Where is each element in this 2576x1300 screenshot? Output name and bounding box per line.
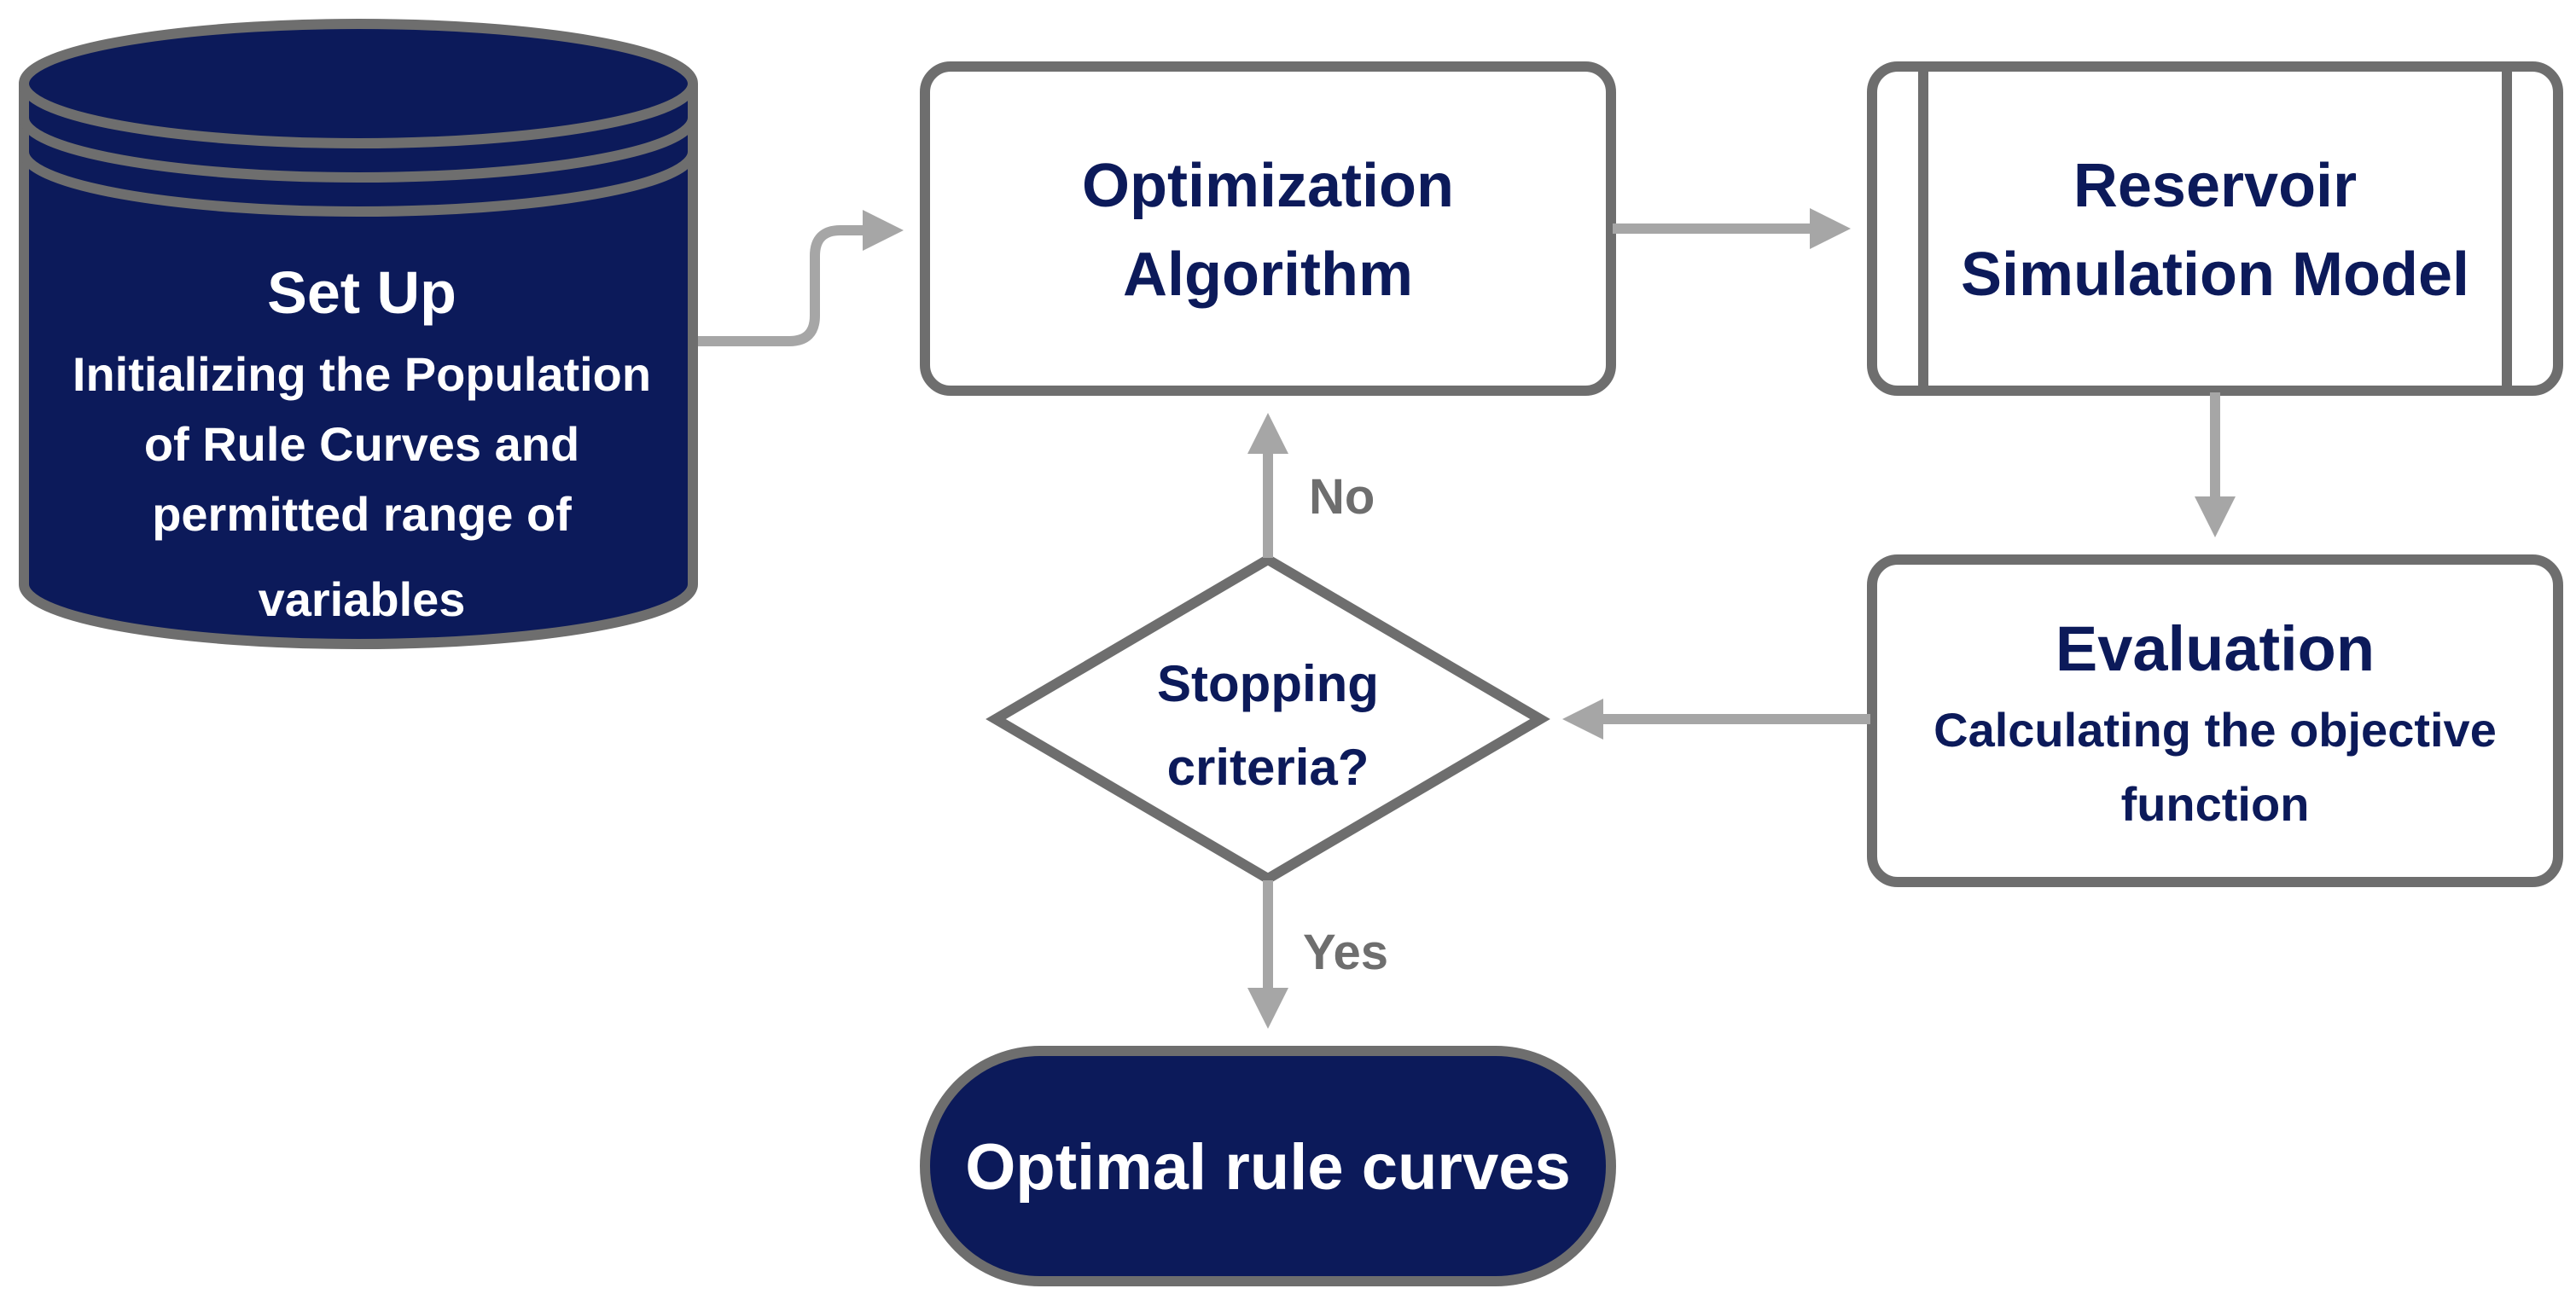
result-pill [920, 1046, 1616, 1286]
result-label: Optimal rule curves [965, 1131, 1571, 1204]
decision-line-2: criteria? [1167, 739, 1369, 796]
optimization-node: Optimization Algorithm [920, 61, 1616, 396]
evaluation-title: Evaluation [2056, 613, 2375, 684]
optimization-line-1: Optimization [1082, 152, 1454, 220]
evaluation-box [1867, 554, 2563, 887]
setup-line-1: Initializing the Population [73, 347, 651, 401]
decision-line-1: Stopping [1157, 655, 1379, 712]
setup-cylinder-band-2 [19, 117, 698, 183]
reservoir-line-2: Simulation Model [1961, 241, 2469, 309]
evaluation-line-2: function [2121, 777, 2310, 831]
optimization-box [920, 61, 1616, 396]
setup-cylinder-body [19, 19, 698, 649]
evaluation-line-1: Calculating the objective [1933, 703, 2497, 757]
setup-cylinder-band-3 [19, 151, 698, 217]
decision-node: Stopping criteria? [986, 554, 1550, 885]
setup-line-2: of Rule Curves and [144, 417, 579, 471]
setup-database-node: Set Up Initializing the Population of Ru… [19, 19, 698, 649]
label-no: No [1309, 469, 1375, 525]
reservoir-line-1: Reservoir [2073, 152, 2357, 220]
setup-line-3: permitted range of [152, 487, 572, 541]
setup-cylinder-band-1 [19, 83, 698, 148]
evaluation-node: Evaluation Calculating the objective fun… [1867, 554, 2563, 887]
reservoir-box [1867, 61, 2563, 396]
setup-line-4: variables [259, 572, 466, 626]
setup-title: Set Up [267, 259, 456, 326]
connectors [698, 208, 2236, 1029]
label-yes: Yes [1303, 925, 1388, 980]
reservoir-node: Reservoir Simulation Model [1867, 61, 2563, 396]
decision-diamond [986, 554, 1550, 885]
arrow-setup-to-optimization [698, 210, 904, 346]
result-node: Optimal rule curves [920, 1046, 1616, 1286]
optimization-line-2: Algorithm [1123, 241, 1413, 309]
